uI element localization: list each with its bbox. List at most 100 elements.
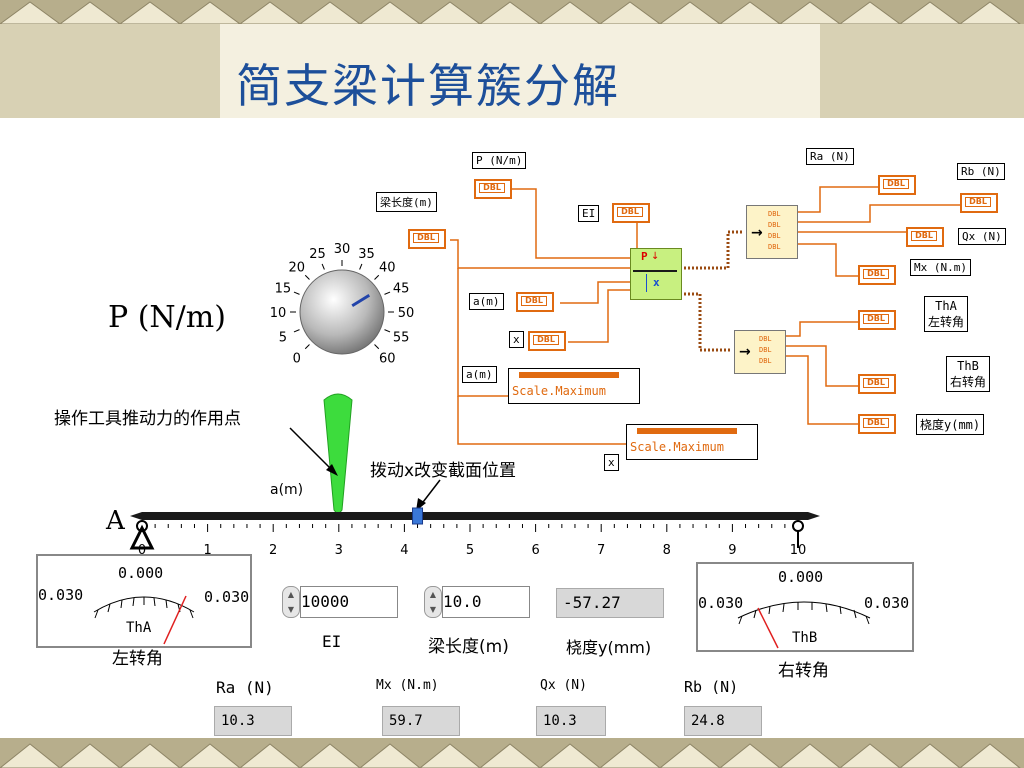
dbl-tag: DBL (479, 183, 505, 193)
ei-dbl-control[interactable]: DBL (612, 203, 650, 223)
beam-tick-label: 5 (466, 543, 474, 558)
dbl-tag: DBL (521, 296, 547, 306)
beam-length-input[interactable]: 10.0 (442, 586, 530, 618)
beam-tick-label: 4 (400, 543, 408, 558)
thb-center-value: 0.000 (778, 568, 824, 586)
tha-terminal-code: ThA (935, 299, 957, 313)
mx-display: 59.7 (382, 706, 460, 736)
tha-center-value: 0.000 (118, 564, 164, 582)
tha-gauge-name: ThA (126, 620, 152, 636)
rb-dbl-indicator: DBL (960, 193, 998, 213)
knob-tick (293, 291, 300, 295)
x-scale-terminal-label: x (604, 454, 619, 471)
a-dbl-control[interactable]: DBL (516, 292, 554, 312)
header-pattern (0, 0, 1024, 118)
scale-bar (637, 428, 737, 434)
dbl-tag: DBL (863, 314, 889, 324)
force-point-annotation: 操作工具推动力的作用点 (54, 409, 241, 429)
beam-length-spinner[interactable]: ▲▼ (424, 586, 442, 618)
dbl-tag: DBL (863, 269, 889, 279)
move-x-annotation: 拨动x改变截面位置 (370, 461, 517, 481)
thb-terminal-name: 右转角 (950, 375, 987, 389)
knob-tick-label: 45 (393, 282, 410, 297)
x-dbl-control[interactable]: DBL (528, 331, 566, 351)
beam-body[interactable] (142, 512, 808, 520)
beam-tick-label: 2 (269, 543, 277, 558)
thb-caption: 右转角 (778, 661, 829, 681)
knob-tick (384, 291, 391, 295)
beam-length-terminal-label: 梁长度(m) (376, 192, 437, 212)
ra-dbl-indicator: DBL (878, 175, 916, 195)
slide-title: 简支梁计算簇分解 (236, 59, 620, 113)
down-arrow-icon: ↓ (651, 251, 660, 262)
p-dbl-control[interactable]: DBL (474, 179, 512, 199)
knob-pointer (351, 294, 371, 308)
beam-tick-label: 9 (728, 543, 736, 558)
knob-tick-label: 60 (379, 351, 396, 366)
knob-tick-label: 25 (309, 247, 326, 262)
qx-dbl-indicator: DBL (906, 227, 944, 247)
knob-body[interactable] (299, 269, 385, 355)
dbl-tag: DBL (911, 231, 937, 241)
node-section-icon (646, 274, 647, 292)
mx-label: Mx (N.m) (376, 678, 439, 693)
mx-dbl-indicator: DBL (858, 265, 896, 285)
right-arrow-icon: → (739, 344, 751, 360)
deflection-dbl-indicator: DBL (858, 414, 896, 434)
ra-terminal-label: Ra (N) (806, 148, 854, 165)
beam-tick-label: 8 (663, 543, 671, 558)
deflection-display: -57.27 (556, 588, 664, 618)
beam-calc-node[interactable]: P ↓ x (630, 248, 682, 300)
beam-tick-label: 3 (335, 543, 343, 558)
qx-label: Qx (N) (540, 678, 587, 693)
rb-terminal-label: Rb (N) (957, 163, 1005, 180)
knob-tick (304, 344, 310, 350)
ei-spinner[interactable]: ▲▼ (282, 586, 300, 618)
dbl-tag: DBL (617, 207, 643, 217)
ei-input[interactable]: 10000 (300, 586, 398, 618)
node-beam-icon (633, 270, 677, 272)
thb-right-value: 0.030 (864, 594, 910, 612)
x-slider-thumb[interactable] (412, 507, 424, 525)
scale-max-label: Scale.Maximum (630, 440, 724, 454)
a-position-label: a(m) (270, 482, 304, 498)
knob-tick-label: 50 (398, 306, 415, 321)
knob-tick-label: 10 (270, 306, 286, 321)
support-a-label: A (106, 506, 125, 536)
header-band (0, 0, 1024, 118)
a-scale-terminal-label: a(m) (462, 366, 497, 383)
tha-gauge: 0.000 0.030 0.030 ThA (36, 554, 252, 648)
dbl-tag: DBL (863, 418, 889, 428)
tha-caption: 左转角 (112, 649, 163, 669)
force-pointer[interactable] (318, 392, 358, 518)
knob-tick-label: 40 (379, 261, 396, 276)
qx-terminal-label: Qx (N) (958, 228, 1006, 245)
knob-tick-label: 15 (275, 282, 292, 297)
right-arrow-icon: → (751, 225, 763, 241)
beam-length-dbl-control[interactable]: DBL (408, 229, 446, 249)
x-scale-property-node[interactable]: Scale.Maximum (626, 424, 758, 460)
knob-tick (293, 329, 300, 333)
x-terminal-label: x (509, 331, 524, 348)
knob-tick (374, 344, 380, 350)
rb-label: Rb (N) (684, 678, 739, 696)
dbl-tag: DBL (533, 335, 559, 345)
ra-label: Ra (N) (216, 678, 274, 697)
dbl-tag: DBL (413, 233, 439, 243)
tha-terminal-name: 左转角 (928, 315, 965, 329)
dbl-tag: DBL (863, 378, 889, 388)
rb-display: 24.8 (684, 706, 762, 736)
knob-tick-label: 0 (293, 351, 301, 366)
dbl-tag: DBL (883, 179, 909, 189)
knob-tick (304, 274, 310, 280)
thb-dbl-indicator: DBL (858, 374, 896, 394)
deflection-label: 桡度y(mm) (566, 638, 652, 657)
a-scale-property-node[interactable]: Scale.Maximum (508, 368, 640, 404)
knob-tick-label: 20 (288, 261, 305, 276)
footer-band (0, 738, 1024, 768)
